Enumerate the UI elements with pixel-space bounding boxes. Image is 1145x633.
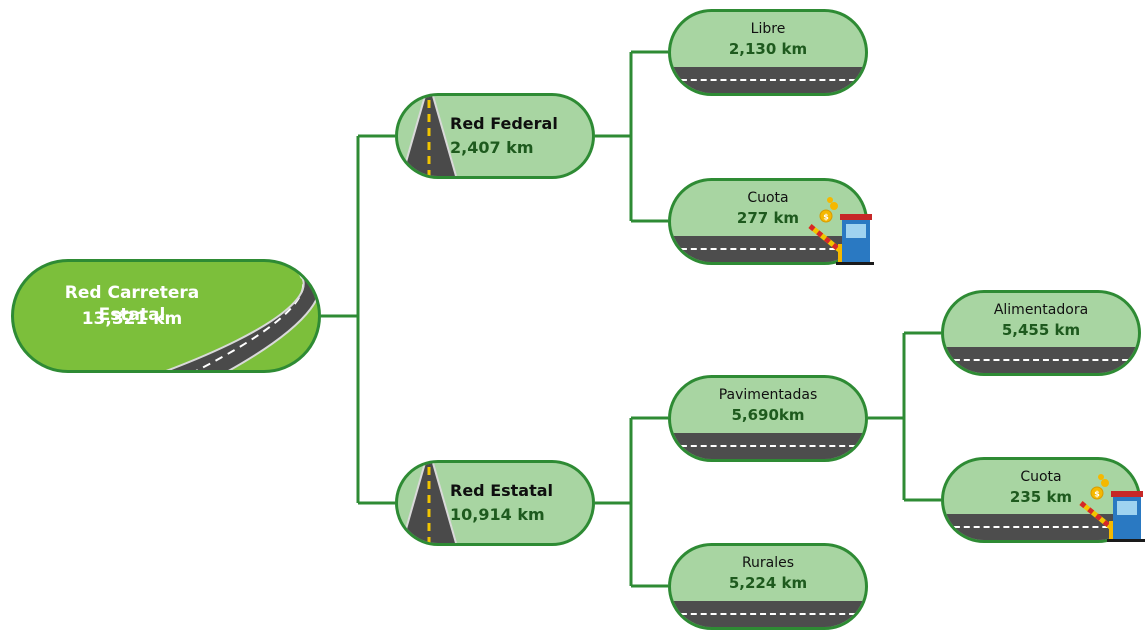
pavimentadas-value: 5,690km <box>731 406 805 424</box>
red-estatal-value: 10,914 km <box>450 505 545 524</box>
red-estatal-node: Red Estatal 10,914 km <box>395 460 595 546</box>
road-strip <box>671 67 865 93</box>
toll-booth-icon: $ <box>1079 474 1145 542</box>
rurales-title: Rurales <box>741 555 795 571</box>
red-federal-value: 2,407 km <box>450 138 534 157</box>
red-federal-title: Red Federal <box>450 114 558 133</box>
alimentadora-node: Alimentadora 5,455 km <box>941 290 1141 376</box>
cuota-federal-value: 277 km <box>736 209 800 227</box>
rurales-value: 5,224 km <box>728 574 808 592</box>
cuota-federal-title: Cuota <box>747 190 789 206</box>
libre-value: 2,130 km <box>728 40 808 58</box>
cuota-federal-node: Cuota 277 km <box>668 178 868 265</box>
libre-node: Libre 2,130 km <box>668 9 868 96</box>
rurales-node: Rurales 5,224 km <box>668 543 868 630</box>
root-title: Red Carretera Estatal <box>64 283 200 325</box>
pavimentadas-node: Pavimentadas 5,690km <box>668 375 868 462</box>
road-strip <box>671 601 865 627</box>
straight-road-icon <box>401 96 457 176</box>
cuota-estatal-value: 235 km <box>1009 488 1073 506</box>
red-estatal-title: Red Estatal <box>450 481 554 500</box>
road-strip <box>671 236 865 262</box>
svg-text:$: $ <box>823 213 829 222</box>
svg-text:$: $ <box>1094 490 1100 499</box>
toll-booth-icon: $ <box>808 197 874 265</box>
root-value: 13,321 km <box>81 309 183 329</box>
road-strip <box>944 347 1138 373</box>
root-node: Red Carretera Estatal 13,321 km <box>11 259 321 373</box>
cuota-estatal-title: Cuota <box>1020 469 1062 485</box>
straight-road-icon <box>401 463 457 543</box>
road-strip <box>944 514 1138 540</box>
pavimentadas-title: Pavimentadas <box>718 387 818 403</box>
cuota-estatal-node: Cuota 235 km <box>941 457 1141 543</box>
libre-title: Libre <box>750 21 786 37</box>
alimentadora-title: Alimentadora <box>993 302 1089 318</box>
road-strip <box>671 433 865 459</box>
winding-road-icon <box>165 262 318 370</box>
alimentadora-value: 5,455 km <box>1001 321 1081 339</box>
red-federal-node: Red Federal 2,407 km <box>395 93 595 179</box>
